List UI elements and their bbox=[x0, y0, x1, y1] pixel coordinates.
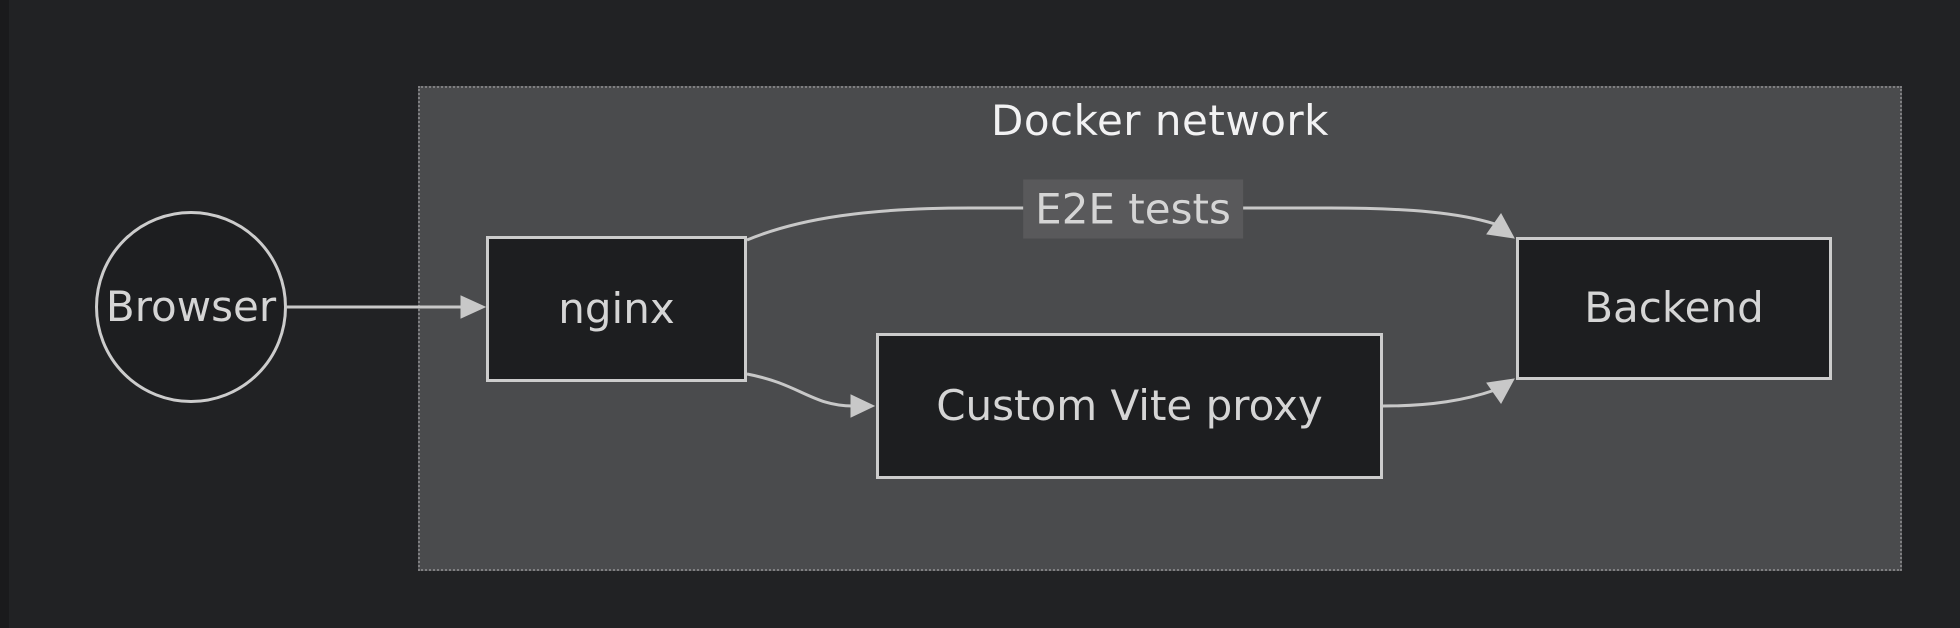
node-backend-label: Backend bbox=[1584, 283, 1764, 333]
node-custom-vite-proxy: Custom Vite proxy bbox=[876, 333, 1383, 479]
node-custom-vite-proxy-label: Custom Vite proxy bbox=[936, 380, 1323, 430]
edge-browser-to-nginx bbox=[287, 295, 487, 319]
arrowhead-into-vite-proxy bbox=[850, 394, 876, 418]
edge-nginx-to-backend bbox=[746, 206, 1515, 242]
edge-vite-proxy-to-backend bbox=[1382, 378, 1515, 408]
edge-label-e2e-tests: E2E tests bbox=[1023, 179, 1243, 239]
docker-network-title: Docker network bbox=[991, 96, 1329, 145]
arrowhead-into-backend-top bbox=[1486, 213, 1515, 239]
arrowhead-into-backend-bottom bbox=[1486, 378, 1515, 404]
node-browser: Browser bbox=[95, 211, 287, 403]
node-browser-label: Browser bbox=[105, 281, 277, 331]
edge-nginx-to-vite-proxy bbox=[746, 372, 876, 418]
node-nginx: nginx bbox=[486, 236, 747, 382]
node-nginx-label: nginx bbox=[558, 283, 675, 333]
arrowhead-into-nginx bbox=[460, 295, 487, 319]
node-backend: Backend bbox=[1516, 237, 1832, 380]
screen-left-edge bbox=[0, 0, 9, 628]
